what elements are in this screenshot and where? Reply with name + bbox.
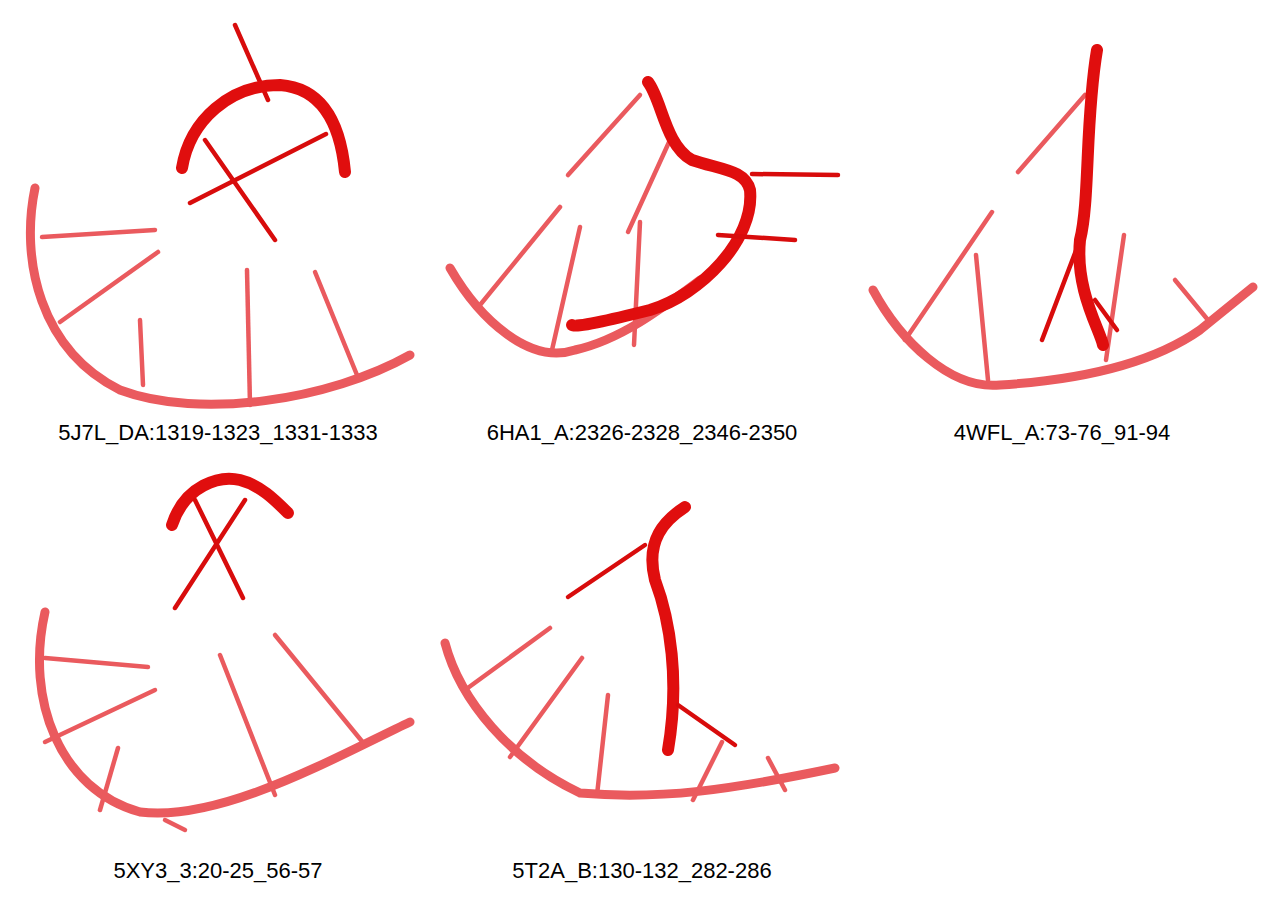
structure-id-label: 5T2A_B:130-132_282-286: [512, 858, 771, 884]
rna-motif-4: [39, 479, 410, 830]
structure-id-label: 6HA1_A:2326-2328_2346-2350: [487, 420, 798, 446]
rna-motif-3: [873, 50, 1253, 385]
structure-id-label: 4WFL_A:73-76_91-94: [954, 420, 1170, 446]
rna-motif-2: [450, 82, 838, 353]
rna-motif-5: [445, 507, 835, 800]
structure-id-label: 5J7L_DA:1319-1323_1331-1333: [58, 420, 377, 446]
rna-motif-1: [30, 25, 410, 405]
structure-id-label: 5XY3_3:20-25_56-57: [113, 858, 322, 884]
